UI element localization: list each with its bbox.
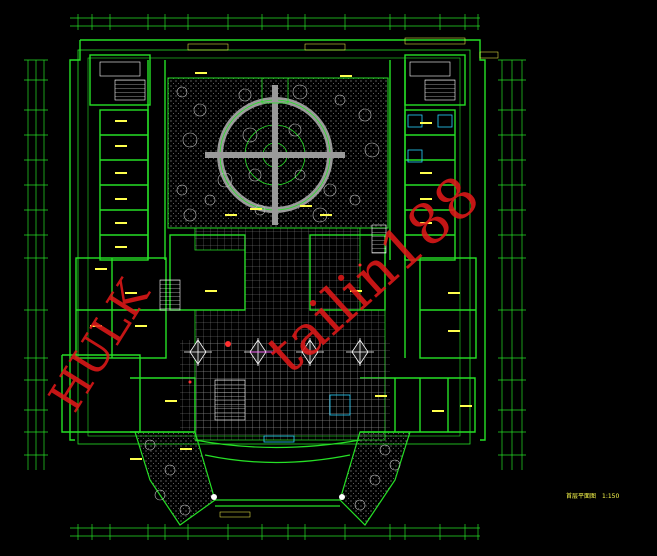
annotation-mark — [300, 205, 312, 207]
annotation-mark — [448, 330, 460, 332]
tree-symbol — [294, 169, 306, 181]
annotation-mark — [225, 214, 237, 216]
annotation-mark — [250, 208, 262, 210]
tree-symbol — [288, 123, 302, 137]
annotation-mark — [180, 448, 192, 450]
annotation-mark — [115, 246, 127, 248]
tree-symbol — [183, 208, 197, 222]
annotation-mark — [375, 395, 387, 397]
annotation-mark — [195, 72, 207, 74]
annotation-marks — [90, 72, 472, 460]
tree-symbol — [164, 464, 176, 476]
tree-symbol — [349, 194, 361, 206]
courtyard-garden — [167, 77, 389, 229]
dimension-lines — [24, 14, 526, 540]
annotation-mark — [420, 122, 432, 124]
annotation-mark — [350, 290, 362, 292]
entrance-canopy — [194, 439, 361, 507]
dimension-tags — [187, 37, 499, 518]
annotation-mark — [432, 410, 444, 412]
annotation-mark — [448, 292, 460, 294]
entrance-wings — [134, 431, 411, 526]
annotation-mark — [95, 268, 107, 270]
tree-symbol — [354, 499, 366, 511]
tree-symbol — [334, 94, 346, 106]
tree-symbol — [154, 489, 166, 501]
annotation-mark — [420, 172, 432, 174]
tree-symbol — [369, 474, 381, 486]
drawing-title-block: 首层平面图 1:150 — [566, 491, 619, 500]
tree-symbol — [364, 142, 380, 158]
annotation-mark — [205, 290, 217, 292]
annotation-mark — [90, 325, 102, 327]
annotation-mark — [115, 172, 127, 174]
annotation-mark — [165, 400, 177, 402]
annotation-mark — [130, 458, 142, 460]
tree-symbol — [217, 172, 233, 188]
annotation-mark — [115, 222, 127, 224]
tree-symbol — [193, 103, 207, 117]
annotation-mark — [135, 325, 147, 327]
fixtures-detail — [99, 61, 456, 443]
annotation-mark — [320, 214, 332, 216]
annotation-mark — [125, 292, 137, 294]
tree-symbol — [176, 184, 188, 196]
annotation-mark — [460, 405, 472, 407]
tree-symbol — [182, 132, 198, 148]
tree-symbol — [238, 88, 252, 102]
tree-symbol — [358, 108, 372, 122]
tree-symbol — [179, 504, 191, 516]
tree-symbol — [204, 194, 216, 206]
paved-plaza — [180, 227, 390, 441]
tree-symbol — [323, 183, 337, 197]
annotation-mark — [420, 198, 432, 200]
annotation-mark — [340, 75, 352, 77]
tree-symbol — [389, 459, 401, 471]
tree-symbol — [248, 168, 262, 182]
annotation-mark — [115, 145, 127, 147]
tree-symbol — [144, 439, 156, 451]
annotation-mark — [115, 198, 127, 200]
tree-symbol — [292, 84, 308, 100]
annotation-mark — [115, 120, 127, 122]
annotation-mark — [420, 222, 432, 224]
tree-symbol — [176, 86, 188, 98]
tree-symbol — [242, 127, 258, 143]
drawing-scale: 1:150 — [602, 493, 620, 500]
tree-symbol — [379, 444, 391, 456]
drawing-title: 首层平面图 — [566, 493, 597, 500]
building-outline — [61, 39, 486, 445]
